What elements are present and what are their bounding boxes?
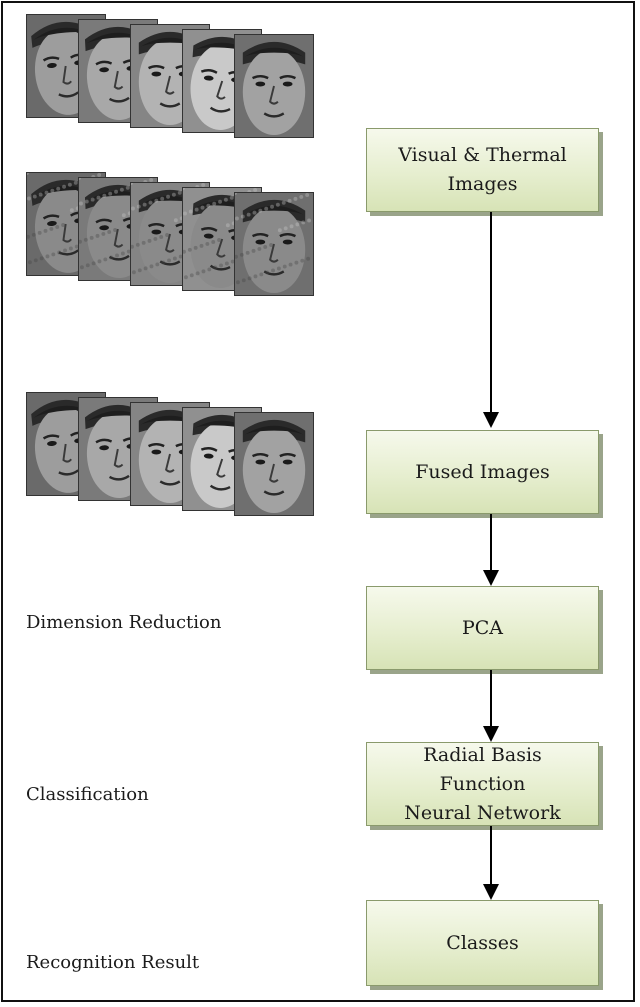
box-text: Classes — [446, 931, 519, 954]
visual-thermal-images-box: Visual & Thermal Images — [366, 128, 599, 212]
recognition-result-label: Recognition Result — [26, 952, 200, 973]
classification-label: Classification — [26, 784, 149, 805]
thermal-face-images — [26, 172, 326, 300]
fused-images-box: Fused Images — [366, 430, 599, 514]
face-thumbnail — [234, 34, 314, 138]
face-thumbnail — [234, 412, 314, 516]
fused-face-images — [26, 392, 326, 520]
box-text-line2: Neural Network — [404, 801, 561, 824]
box-text-line1: Visual & Thermal — [398, 144, 567, 166]
box-text: PCA — [461, 616, 504, 639]
visual-face-images — [26, 14, 326, 142]
dimension-reduction-label: Dimension Reduction — [26, 612, 222, 633]
classes-box: Classes — [366, 900, 599, 986]
box-text: Fused Images — [415, 460, 550, 483]
box-text-line1: Radial Basis Function — [423, 743, 542, 795]
rbf-neural-network-box: Radial Basis Function Neural Network — [366, 742, 599, 826]
face-thumbnail — [234, 192, 314, 296]
pca-box: PCA — [366, 586, 599, 670]
box-text-line2: Images — [447, 173, 518, 195]
